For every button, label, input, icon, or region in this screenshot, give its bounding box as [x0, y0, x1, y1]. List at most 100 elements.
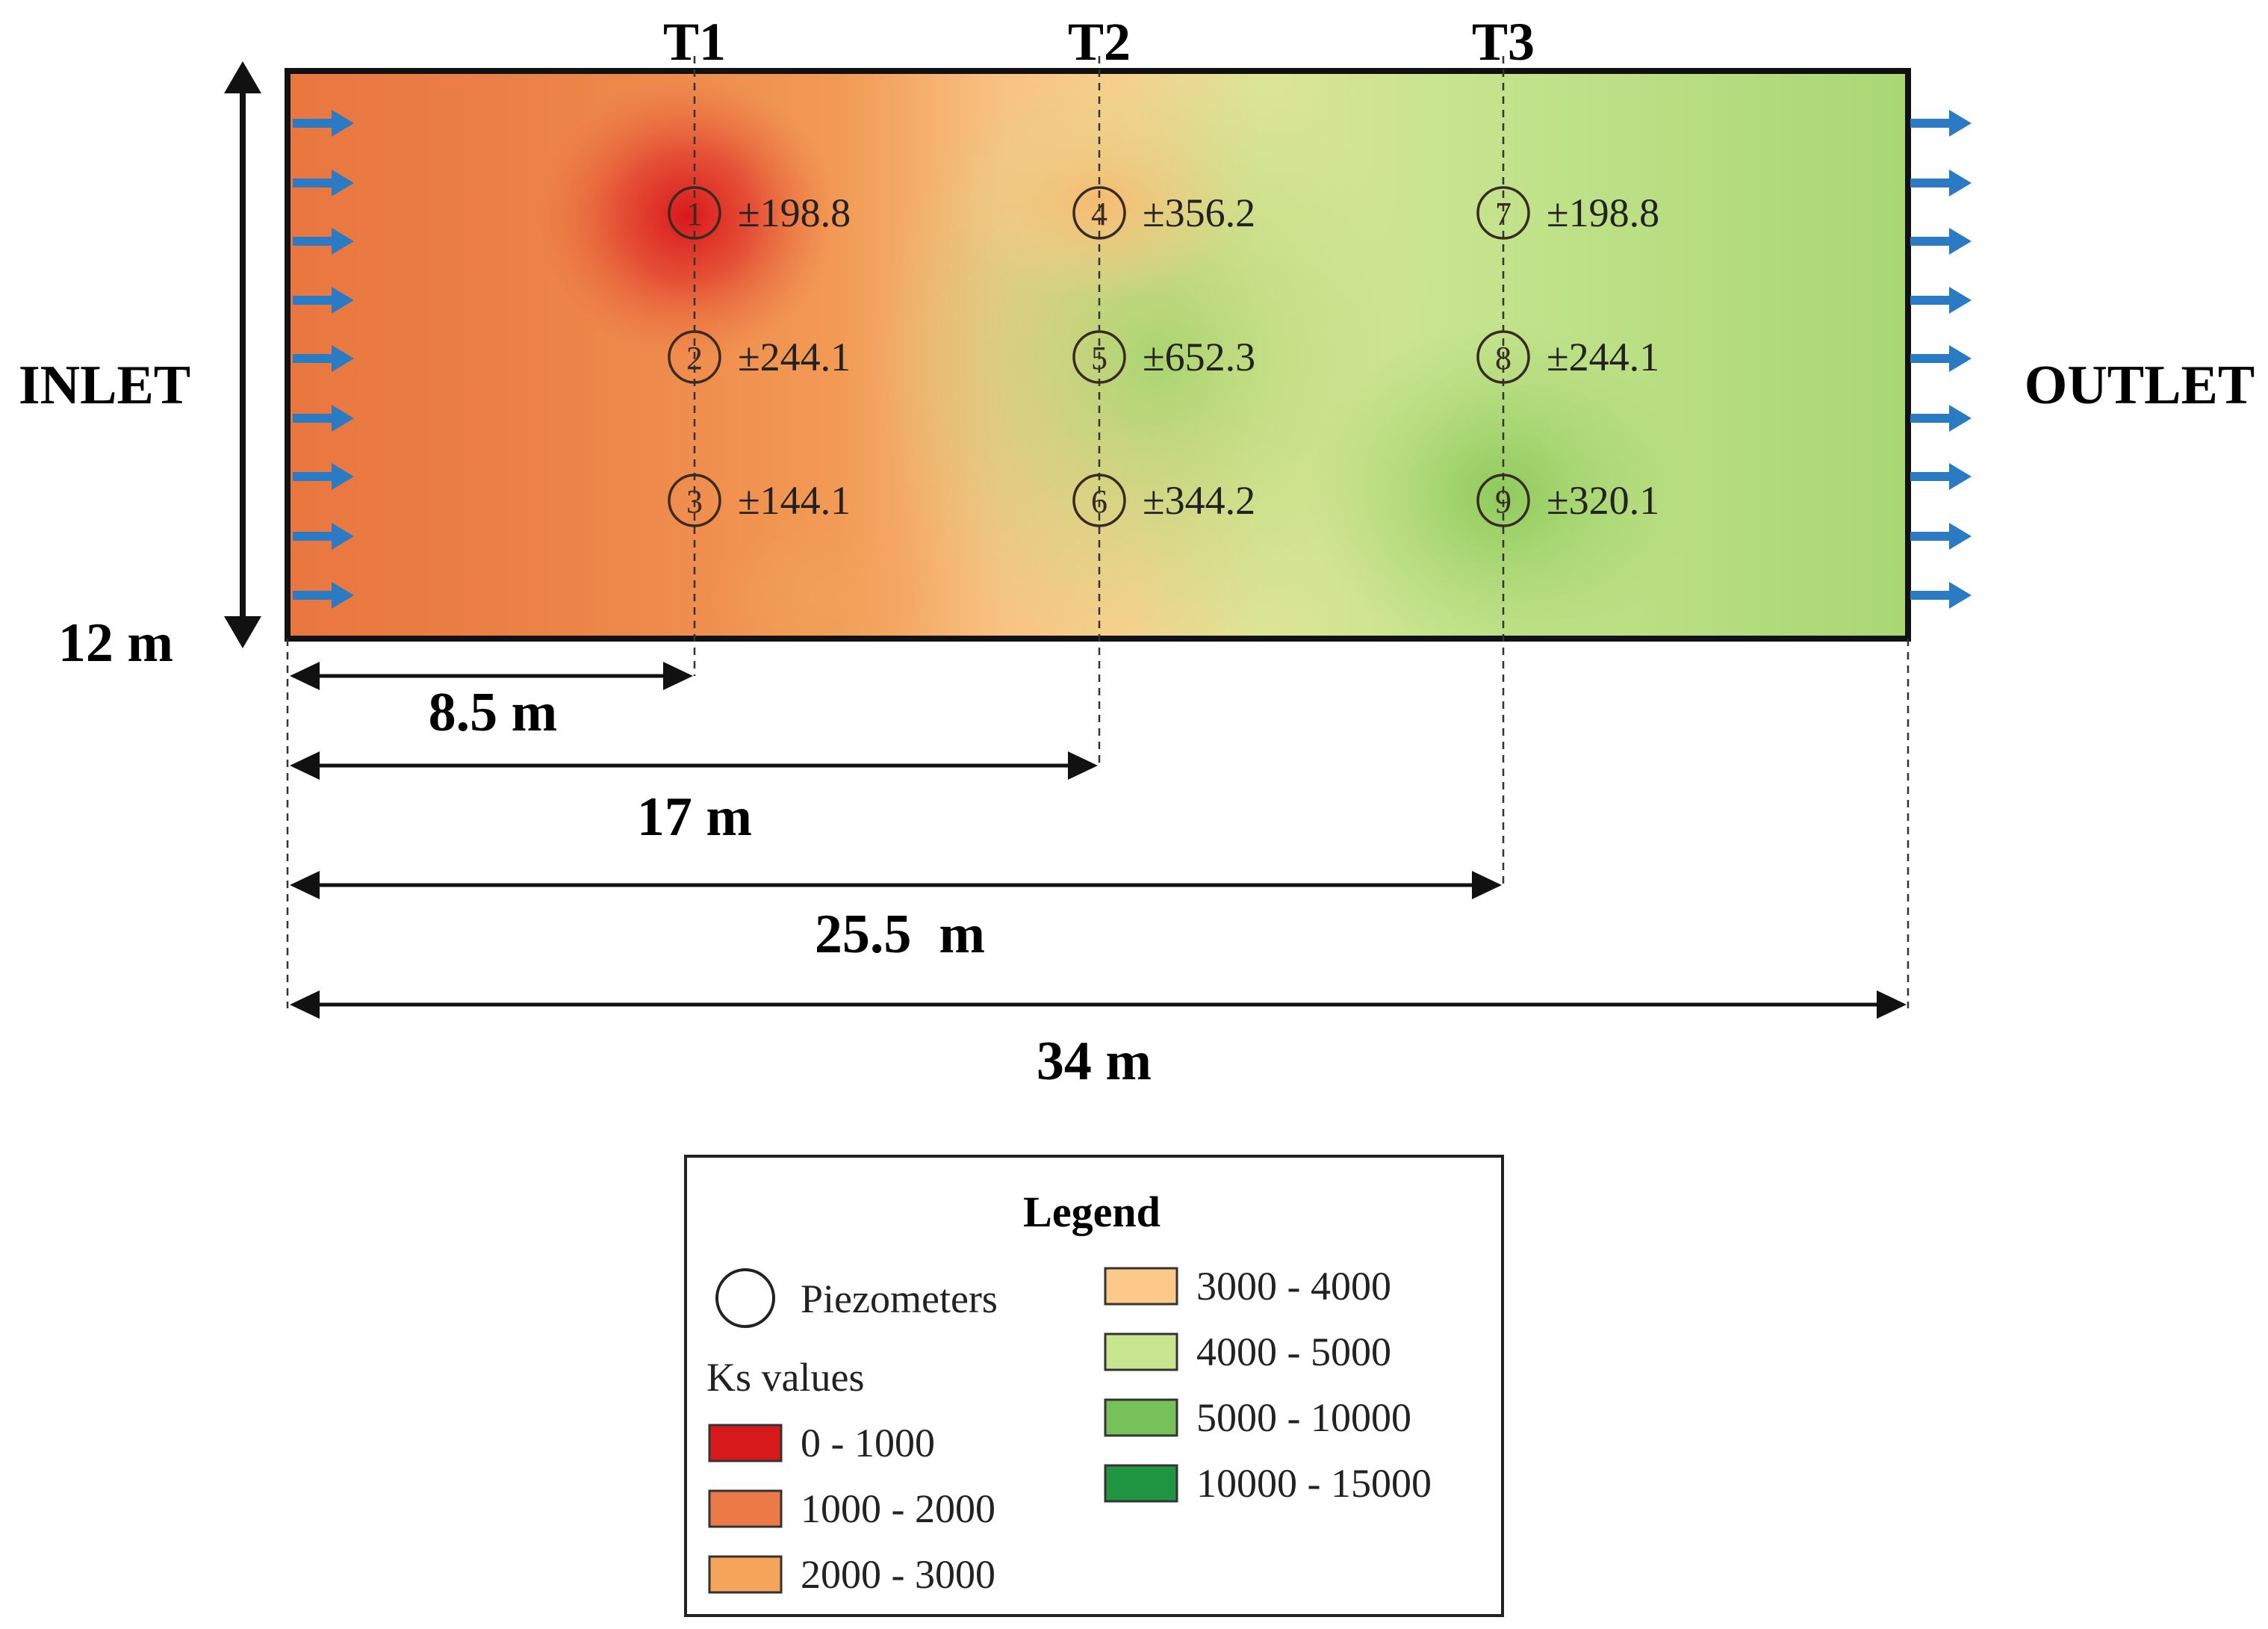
transect-label-t3: T3: [1472, 12, 1535, 72]
legend-swatch: [708, 1555, 783, 1594]
piezometer-id: 9: [1495, 483, 1512, 520]
height-label: 12 m: [58, 612, 173, 674]
legend-class-label: 4000 - 5000: [1196, 1329, 1391, 1374]
piezometer-value: ±356.2: [1143, 190, 1255, 235]
piezometer-value: ±320.1: [1547, 478, 1659, 523]
piezometer-value: ±344.2: [1143, 478, 1255, 523]
legend-class-label: 1000 - 2000: [801, 1486, 995, 1531]
piezometer-5: 5 ±652.3: [1072, 330, 1255, 384]
distance-dimension-t3: [290, 871, 1502, 899]
piezometer-circle: [1072, 474, 1126, 527]
transect-lines: [286, 56, 1910, 1008]
piezometer-7: 7 ±198.8: [1476, 186, 1659, 240]
legend-class-label: 2000 - 3000: [801, 1552, 995, 1597]
total-length-label: 34 m: [1037, 1031, 1152, 1092]
domain-outline: [285, 68, 1911, 642]
distance-label-t2: 17 m: [637, 786, 752, 848]
piezometers: 1 ±198.8 2 ±244.1 3 ±144.1 4 ±356.2 5 ±652.3 6 ±344…: [668, 186, 1659, 527]
piezometer-value: ±198.8: [738, 190, 851, 235]
piezometer-id: 6: [1091, 483, 1107, 520]
legend-piezometers-label: Piezometers: [801, 1276, 998, 1321]
outlet-flow-arrow: [1910, 228, 1972, 255]
outlet-flow-arrow: [1910, 110, 1972, 137]
legend-swatch: [708, 1489, 783, 1528]
legend-class-item: 0 - 1000: [708, 1421, 935, 1465]
outlet-flow-arrows: [1910, 110, 1972, 609]
piezometer-circle: [1072, 330, 1126, 384]
inlet-flow-arrow: [293, 345, 354, 372]
outlet-flow-arrow: [1910, 463, 1972, 490]
legend-box: [684, 1155, 1504, 1617]
legend-swatch: [708, 1424, 783, 1462]
inlet-flow-arrow: [293, 287, 354, 314]
piezometer-circle: [1476, 474, 1530, 527]
outlet-label: OUTLET: [2025, 355, 2255, 416]
piezometer-symbol: [715, 1268, 775, 1328]
piezometer-circle: [1476, 186, 1530, 240]
piezometer-4: 4 ±356.2: [1072, 186, 1255, 240]
piezometer-8: 8±244.1: [1476, 330, 1659, 384]
piezometer-circle: [668, 330, 721, 384]
legend-classes: 0 - 1000 1000 - 2000 2000 - 3000 3000 - 400…: [708, 1264, 1432, 1597]
outlet-flow-arrow: [1910, 405, 1972, 432]
piezometer-circle: [668, 186, 721, 240]
piezometer-circle: [1476, 330, 1530, 384]
piezometer-id: 3: [686, 483, 703, 520]
legend-ks-title: Ks values: [706, 1355, 864, 1400]
piezometer-value: ±144.1: [738, 478, 851, 523]
legend-class-item: 10000 - 15000: [1104, 1461, 1432, 1506]
piezometer-circle: [1072, 186, 1126, 240]
piezometer-id: 2: [686, 340, 703, 376]
height-dimension-arrow: [224, 61, 261, 648]
legend-class-label: 5000 - 10000: [1196, 1395, 1411, 1440]
legend-class-label: 3000 - 4000: [1196, 1264, 1391, 1309]
inlet-flow-arrow: [293, 228, 354, 255]
piezometer-6: 6 ±344.2: [1072, 474, 1255, 527]
inlet-flow-arrow: [293, 463, 354, 490]
inlet-flow-arrows: [293, 110, 354, 609]
piezometer-id: 7: [1495, 196, 1512, 232]
piezometer-value: ±244.1: [1547, 335, 1659, 379]
total-length-dimension: [290, 990, 1907, 1019]
inlet-flow-arrow: [293, 110, 354, 137]
inlet-flow-arrow: [293, 405, 354, 432]
inlet-flow-arrow: [293, 582, 354, 609]
legend: Legend Piezometers Ks values 0 - 1000 100…: [684, 1155, 1504, 1617]
piezometer-9: 9 ±320.1: [1476, 474, 1659, 527]
piezometer-id: 4: [1091, 196, 1107, 232]
legend-class-item: 1000 - 2000: [708, 1486, 995, 1531]
piezometer-value: ±652.3: [1143, 335, 1255, 379]
outlet-flow-arrow: [1910, 345, 1972, 372]
legend-swatch: [1104, 1267, 1178, 1306]
distance-dimension-t1: [290, 662, 693, 690]
legend-class-item: 3000 - 4000: [1104, 1264, 1391, 1309]
ks-heatmap: [288, 71, 1908, 639]
inlet-flow-arrow: [293, 170, 354, 196]
transect-label-t2: T2: [1068, 12, 1131, 72]
piezometer-circle: [668, 474, 721, 527]
transect-label-t1: T1: [663, 12, 726, 72]
legend-class-item: 4000 - 5000: [1104, 1329, 1391, 1374]
piezometer-1: 1 ±198.8: [668, 186, 851, 240]
piezometer-value: ±198.8: [1547, 190, 1659, 235]
legend-class-label: 10000 - 15000: [1196, 1461, 1432, 1506]
distance-dimension-t2: [290, 751, 1098, 780]
legend-class-label: 0 - 1000: [801, 1421, 935, 1465]
legend-swatch: [1104, 1398, 1178, 1437]
piezometer-id: 5: [1091, 340, 1107, 376]
piezometer-2: 2 ±244.1: [668, 330, 851, 384]
legend-swatch: [1104, 1464, 1178, 1503]
piezometer-value: ±244.1: [738, 335, 851, 379]
outlet-flow-arrow: [1910, 287, 1972, 314]
legend-swatch: [1104, 1332, 1178, 1371]
outlet-flow-arrow: [1910, 170, 1972, 196]
piezometer-id: 1: [686, 196, 703, 232]
distance-label-t1: 8.5 m: [429, 682, 558, 743]
legend-title: Legend: [1023, 1188, 1161, 1236]
piezometer-3: 3 ±144.1: [668, 474, 851, 527]
distance-label-t3: 25.5 m: [815, 904, 985, 965]
legend-class-item: 5000 - 10000: [1104, 1395, 1411, 1440]
outlet-flow-arrow: [1910, 523, 1972, 550]
inlet-flow-arrow: [293, 523, 354, 550]
